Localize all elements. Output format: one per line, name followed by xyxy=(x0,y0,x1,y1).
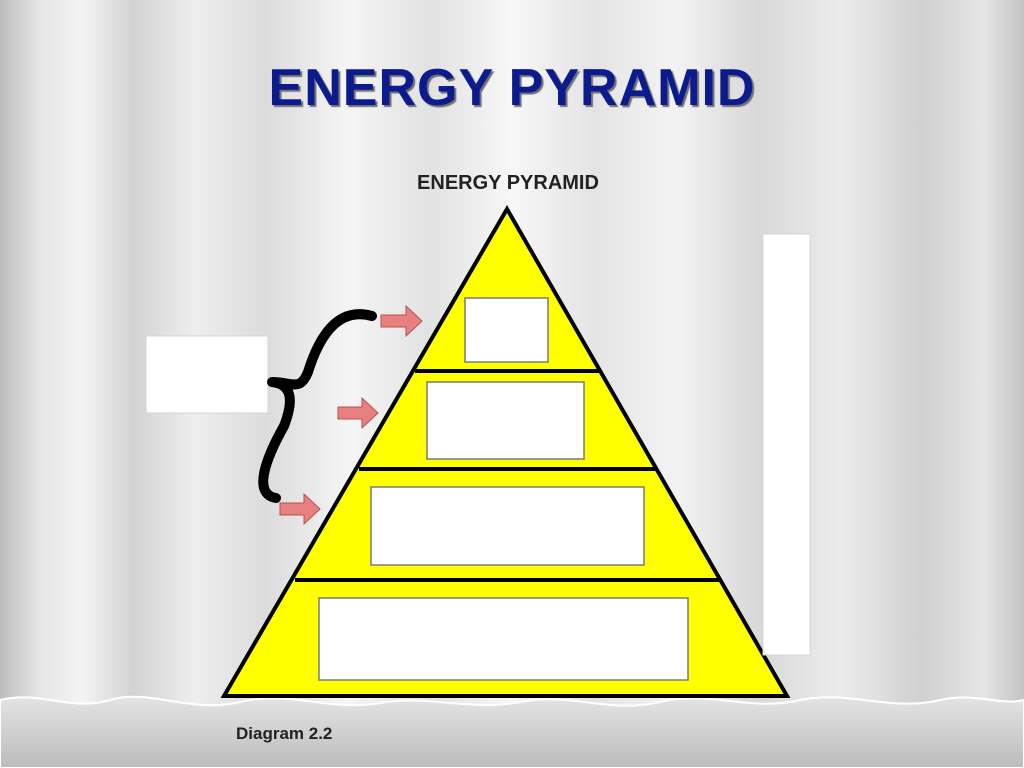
level-1-label-box xyxy=(464,297,549,363)
level-4-label-box xyxy=(318,597,689,681)
arrow-right-icon xyxy=(337,396,379,430)
arrow-right-icon xyxy=(279,492,321,526)
diagram-heading: ENERGY PYRAMID xyxy=(417,172,599,194)
curly-brace xyxy=(258,309,377,503)
left-label-box xyxy=(145,335,269,414)
slide-title: ENERGY PYRAMID xyxy=(268,59,756,117)
diagram-caption: Diagram 2.2 xyxy=(236,724,332,743)
arrow-right-icon xyxy=(380,304,423,338)
right-label-box xyxy=(762,233,811,656)
level-3-label-box xyxy=(370,486,645,566)
level-2-label-box xyxy=(426,381,585,460)
